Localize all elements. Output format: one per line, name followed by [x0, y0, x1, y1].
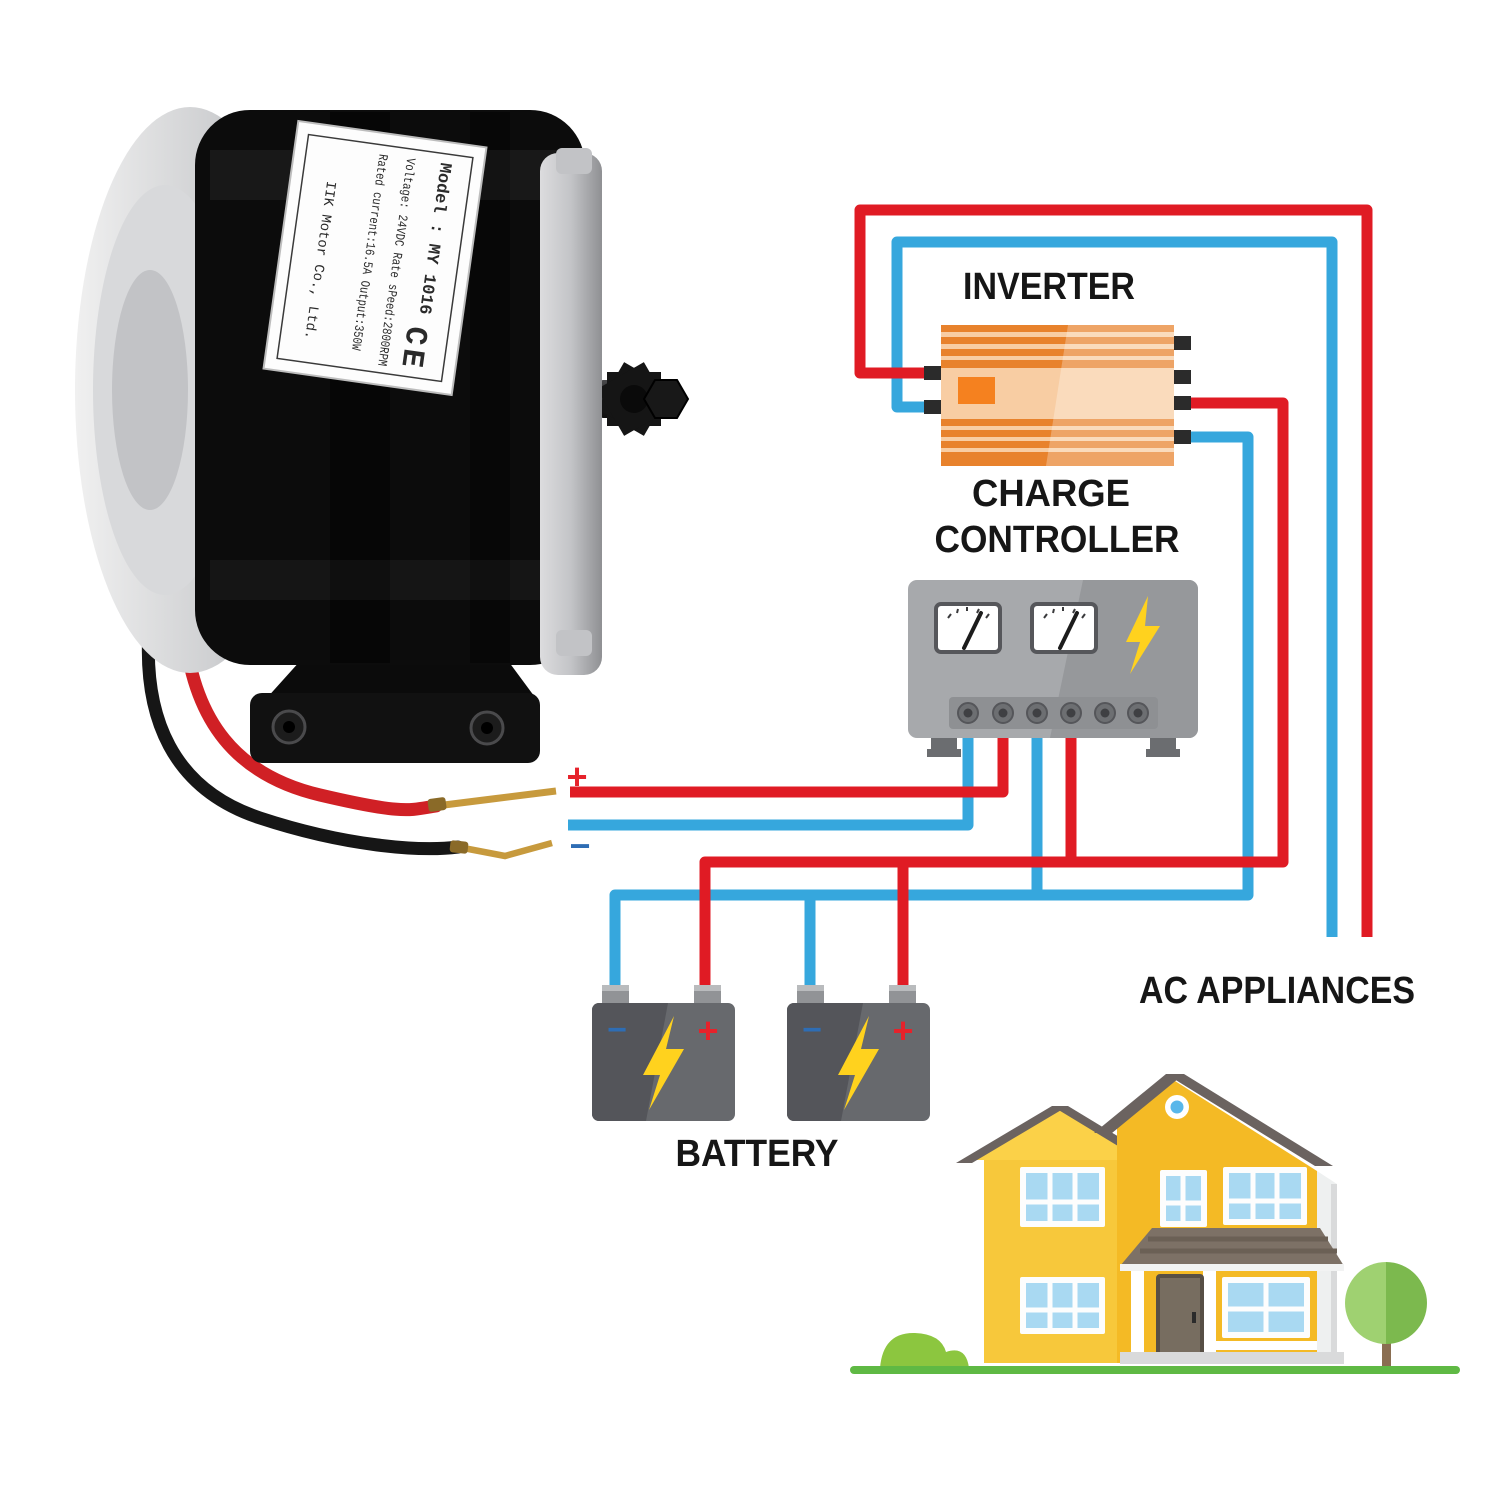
wire-blue-inverter-top-loop — [891, 236, 1338, 937]
charge-controller-title-line2: CONTROLLER — [935, 519, 1180, 561]
mounting-bracket-base — [250, 693, 540, 763]
battery-shade — [592, 1003, 668, 1121]
inverter-terminal — [1173, 370, 1191, 384]
motor-nameplate: Model : MY 1016 CE Voltage: 24VDC Rate s… — [262, 119, 488, 397]
controller-terminals — [957, 702, 1149, 724]
battery-lightning-icon — [643, 1016, 684, 1110]
wire-red-controller-to-motor — [570, 718, 1009, 798]
motor-red-lead — [178, 628, 443, 817]
controller-foot — [1150, 738, 1176, 751]
window — [1222, 1277, 1310, 1338]
sprocket-icon — [597, 362, 671, 436]
motor-minus-label: − — [569, 825, 590, 866]
porch-post — [1131, 1271, 1144, 1354]
battery-shade — [787, 1003, 863, 1121]
battery-minus-label: − — [607, 1011, 627, 1049]
window — [1020, 1277, 1105, 1334]
meter-icon — [1030, 602, 1098, 654]
inverter-display — [958, 377, 995, 404]
porch-base — [1120, 1352, 1344, 1364]
house — [850, 1074, 1460, 1374]
controller-terminal-strip — [949, 697, 1158, 729]
inverter-terminal — [924, 366, 942, 380]
inverter-sheen — [1046, 325, 1174, 466]
spade-connector-icon — [457, 839, 553, 860]
battery-1: − + — [592, 985, 735, 1121]
crimp — [427, 797, 447, 812]
porch-post — [1203, 1271, 1216, 1354]
house-main-roof — [1094, 1074, 1184, 1133]
inverter-terminal — [924, 400, 942, 414]
motor-rear-ring — [540, 153, 602, 675]
crimp — [449, 840, 469, 854]
motor-plus-label: + — [566, 756, 587, 797]
controller-foot — [927, 749, 961, 757]
battery-lightning-icon — [838, 1016, 879, 1110]
attic-window-glass — [1170, 1100, 1184, 1114]
charge-controller-title-line1: CHARGE — [972, 473, 1130, 515]
bracket-screw-icon — [271, 709, 307, 745]
ce-mark: CE — [392, 324, 433, 374]
motor-photo: Model : MY 1016 CE Voltage: 24VDC Rate s… — [75, 107, 690, 860]
tree-icon — [1386, 1262, 1427, 1344]
bush-icon — [880, 1332, 969, 1368]
wire-blue-controller-to-motor — [568, 718, 974, 831]
house-left-roof — [956, 1106, 1068, 1163]
window — [1020, 1167, 1105, 1227]
inverter-title: INVERTER — [963, 266, 1135, 308]
porch-fascia — [1120, 1264, 1344, 1271]
inverter-terminal — [1173, 396, 1191, 410]
wiring-blue — [568, 236, 1338, 1000]
house-main-roof — [1166, 1074, 1333, 1166]
window — [1223, 1167, 1307, 1225]
tree-icon — [1345, 1262, 1386, 1344]
wire-blue-inverter-to-battery-bus — [609, 431, 1254, 1000]
battery-minus-label: − — [802, 1011, 822, 1049]
wire-red-inverter-to-battery-bus — [699, 397, 1289, 1000]
inverter — [924, 325, 1191, 466]
inverter-terminal — [1173, 336, 1191, 350]
ac-appliances-title: AC APPLIANCES — [1139, 970, 1415, 1012]
spade-connector-icon — [435, 787, 557, 810]
porch-rail — [1209, 1341, 1317, 1350]
wiring-red — [570, 204, 1373, 1000]
window — [1160, 1170, 1207, 1227]
door-handle-icon — [1192, 1312, 1196, 1323]
tree-trunk — [1382, 1336, 1391, 1368]
ground-line — [850, 1366, 1460, 1374]
charge-controller — [908, 580, 1198, 757]
porch-roof — [1120, 1228, 1344, 1266]
motor-black-lead — [141, 611, 465, 856]
bracket-screw-icon — [469, 710, 505, 746]
lightning-icon — [1126, 596, 1160, 674]
shaft-nut-icon — [642, 379, 690, 419]
battery-plus-label: + — [697, 1010, 718, 1051]
wire-red-inverter-top-loop — [854, 204, 1373, 937]
controller-foot — [1146, 749, 1180, 757]
battery-2: − + — [787, 985, 930, 1121]
inverter-terminal — [1173, 430, 1191, 444]
controller-foot — [931, 738, 957, 751]
meter-icon — [934, 602, 1002, 654]
battery-plus-label: + — [892, 1010, 913, 1051]
house-left-gable — [972, 1108, 1148, 1160]
battery-title: BATTERY — [676, 1133, 839, 1175]
